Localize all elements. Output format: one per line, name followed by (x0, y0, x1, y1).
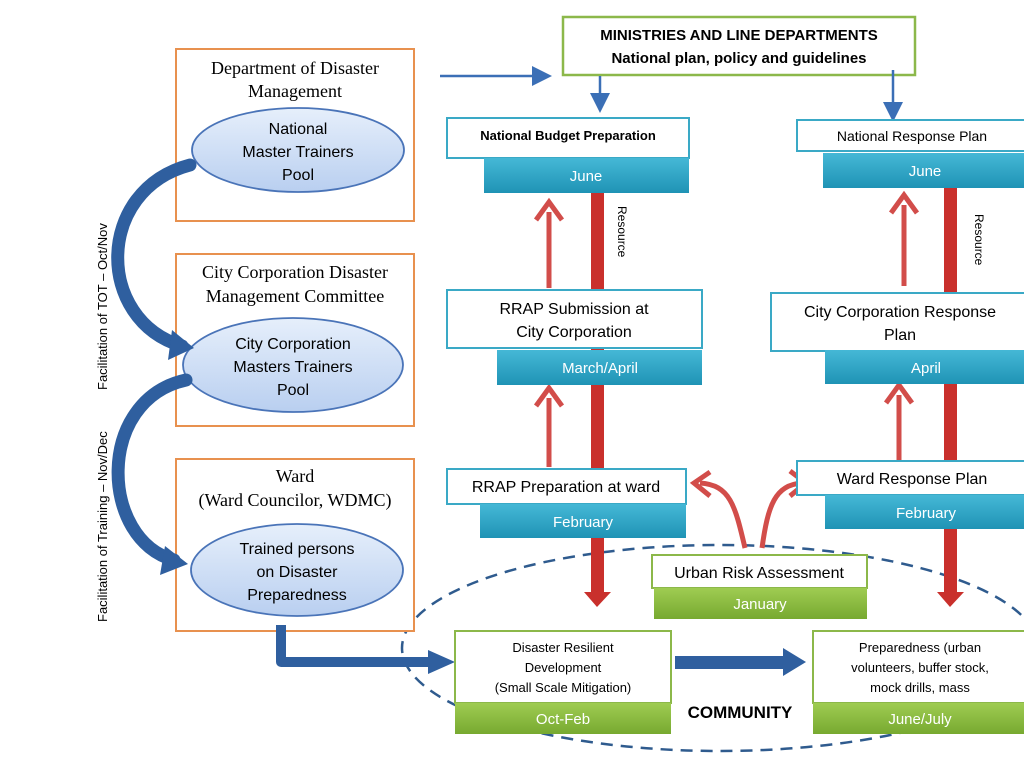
city-response-month: April (911, 360, 941, 377)
community-ellipse (400, 543, 1024, 753)
response-resource-label: Resource (972, 214, 986, 266)
budget-up-head-1 (533, 197, 565, 222)
national-pool-line3: Pool (282, 167, 314, 184)
national-pool-ellipse (191, 107, 405, 193)
rrap-preparation-label: RRAP Preparation at ward (472, 479, 660, 496)
drd-line3: (Small Scale Mitigation) (495, 680, 632, 695)
tot-arrow-head (168, 330, 194, 360)
city-pool-ellipse (182, 317, 404, 413)
preparedness-line3: mock drills, mass (870, 680, 970, 695)
ward-box: Ward (Ward Councilor, WDMC) Trained pers… (175, 458, 415, 632)
training-arrow-head (160, 546, 188, 575)
urban-risk-box: Urban Risk Assessment January (651, 554, 868, 619)
trained-persons-ellipse (190, 523, 404, 617)
budget-resource-head (584, 592, 611, 607)
national-budget-label: National Budget Preparation (480, 128, 656, 143)
ura-to-rrap-head (689, 469, 712, 498)
national-response-month: June (909, 163, 942, 180)
preparedness-line2: volunteers, buffer stock, (851, 660, 989, 675)
rrap-preparation-month: February (553, 514, 614, 531)
rrap-submission-line2: City Corporation (516, 324, 632, 341)
ward-to-drd-arrow-head (428, 650, 455, 674)
national-response-box: National Response Plan June (796, 119, 1024, 188)
dept-disaster-mgmt-box: Department of Disaster Management Nation… (175, 48, 415, 222)
training-vertical-label: Facilitation of Training – Nov/Dec (95, 431, 110, 622)
response-resource-bar (944, 188, 957, 592)
tot-curved-arrow (111, 158, 197, 353)
community-label: COMMUNITY (688, 703, 793, 722)
trained-line3: Preparedness (247, 587, 347, 604)
city-response-box: City Corporation Response Plan April (770, 292, 1024, 384)
response-up-head-1 (888, 190, 920, 215)
ura-to-rrap-arrow (699, 480, 748, 549)
drd-box: Disaster Resilient Development (Small Sc… (454, 630, 672, 734)
ward-response-month: February (896, 505, 957, 522)
ward-title-line1: Ward (276, 466, 315, 486)
national-pool-line2: Master Trainers (242, 144, 353, 161)
ministries-title: MINISTRIES AND LINE DEPARTMENTS (600, 27, 878, 44)
urban-risk-month: January (733, 596, 787, 613)
rrap-submission-line1: RRAP Submission at (499, 301, 649, 318)
city-pool-line1: City Corporation (235, 336, 351, 353)
city-pool-line3: Pool (277, 382, 309, 399)
training-curved-arrow (111, 373, 193, 567)
ura-to-ward-response-arrow (759, 480, 803, 549)
budget-resource-label: Resource (615, 206, 629, 258)
drd-line1: Disaster Resilient (512, 640, 614, 655)
ministries-subtitle: National plan, policy and guidelines (611, 50, 866, 67)
city-committee-box: City Corporation Disaster Management Com… (175, 253, 415, 427)
rrap-preparation-box: RRAP Preparation at ward February (446, 468, 687, 538)
ward-title-line2: (Ward Councilor, WDMC) (199, 490, 392, 511)
ward-response-box: Ward Response Plan February (796, 460, 1024, 529)
drd-to-preparedness-head (783, 648, 806, 676)
trained-line2: on Disaster (257, 564, 339, 581)
dept-title-line2: Management (248, 81, 342, 101)
preparedness-line1: Preparedness (urban (859, 640, 981, 655)
national-response-label: National Response Plan (837, 128, 987, 144)
preparedness-month: June/July (888, 711, 952, 728)
drd-month: Oct-Feb (536, 711, 590, 728)
urban-risk-label: Urban Risk Assessment (674, 565, 844, 582)
response-up-head-2 (883, 380, 915, 405)
dept-title-line1: Department of Disaster (211, 58, 379, 78)
city-pool-line2: Masters Trainers (233, 359, 352, 376)
national-pool-line1: National (269, 121, 328, 138)
tot-vertical-label: Facilitation of TOT – Oct/Nov (95, 223, 110, 390)
trained-line1: Trained persons (239, 541, 354, 558)
rrap-submission-box: RRAP Submission at City Corporation Marc… (446, 289, 703, 385)
drd-line2: Development (525, 660, 602, 675)
drd-to-preparedness-arrow (675, 656, 785, 669)
rrap-submission-month: March/April (562, 360, 638, 377)
city-response-line1: City Corporation Response (804, 304, 996, 321)
ward-response-label: Ward Response Plan (837, 471, 988, 488)
national-budget-month: June (570, 168, 603, 185)
ministries-box: MINISTRIES AND LINE DEPARTMENTS National… (561, 15, 917, 77)
national-budget-box: National Budget Preparation June (446, 117, 690, 193)
budget-up-head-2 (533, 383, 565, 408)
preparedness-box: Preparedness (urban volunteers, buffer s… (812, 630, 1024, 734)
city-response-line2: Plan (884, 327, 916, 344)
response-resource-head (937, 592, 964, 607)
ward-to-drd-arrow (276, 625, 430, 667)
city-committee-title-line1: City Corporation Disaster (202, 262, 388, 282)
city-committee-title-line2: Management Committee (206, 286, 384, 306)
